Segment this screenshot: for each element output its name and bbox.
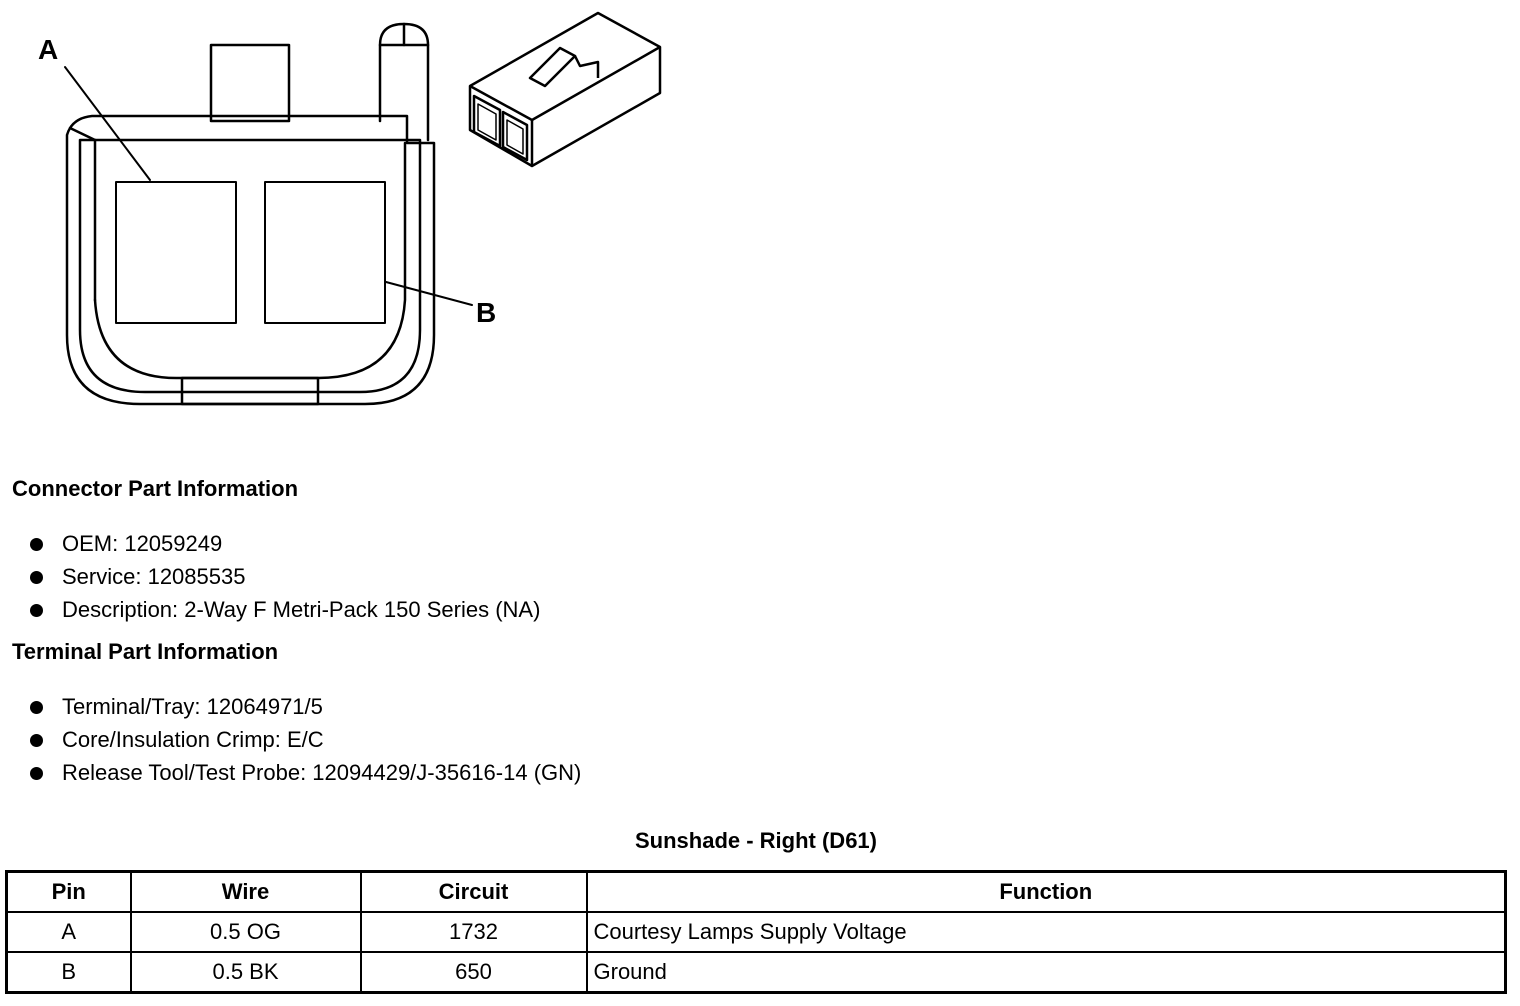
terminal-info-list: Terminal/Tray: 12064971/5 Core/Insulatio… xyxy=(28,690,581,789)
connector-housing-outer xyxy=(65,114,436,406)
list-item: Release Tool/Test Probe: 12094429/J-3561… xyxy=(28,756,581,789)
table-header-row: Pin Wire Circuit Function xyxy=(5,870,1507,913)
cell-wire: 0.5 OG xyxy=(129,911,362,953)
connector-info-heading: Connector Part Information xyxy=(12,476,299,501)
connector-housing-inner xyxy=(78,138,422,394)
terminal-cavity-a xyxy=(115,181,237,324)
cell-function: Courtesy Lamps Supply Voltage xyxy=(585,911,1507,953)
cell-pin: B xyxy=(5,951,132,994)
table-row: B 0.5 BK 650 Ground xyxy=(5,951,1507,994)
terminal-info-heading: Terminal Part Information xyxy=(12,639,279,664)
connector-isometric-view xyxy=(468,11,662,168)
list-item: Description: 2-Way F Metri-Pack 150 Seri… xyxy=(28,593,540,626)
bullet-icon xyxy=(30,767,43,780)
list-item: OEM: 12059249 xyxy=(28,527,540,560)
header-circuit: Circuit xyxy=(359,870,588,913)
connector-info-list: OEM: 12059249 Service: 12085535 Descript… xyxy=(28,527,540,626)
header-function: Function xyxy=(585,870,1507,913)
cell-pin: A xyxy=(5,911,132,953)
pin-label-a: A xyxy=(38,34,58,65)
bullet-icon xyxy=(30,734,43,747)
header-pin: Pin xyxy=(5,870,132,913)
cell-function: Ground xyxy=(585,951,1507,994)
leader-line-a xyxy=(64,66,151,181)
bullet-icon xyxy=(30,538,43,551)
cell-circuit: 650 xyxy=(359,951,588,994)
cell-circuit: 1732 xyxy=(359,911,588,953)
list-item: Terminal/Tray: 12064971/5 xyxy=(28,690,581,723)
connector-top-tab xyxy=(209,43,291,123)
header-wire: Wire xyxy=(129,870,362,913)
list-item: Service: 12085535 xyxy=(28,560,540,593)
bullet-icon xyxy=(30,571,43,584)
list-item: Core/Insulation Crimp: E/C xyxy=(28,723,581,756)
leader-line-b xyxy=(385,281,473,306)
pin-label-b: B xyxy=(476,297,496,328)
bullet-icon xyxy=(30,701,43,714)
connector-diagram: A B xyxy=(38,11,662,406)
pinout-table: Pin Wire Circuit Function A 0.5 OG 1732 … xyxy=(5,870,1507,994)
table-title: Sunshade - Right (D61) xyxy=(634,828,877,853)
terminal-cavity-b xyxy=(264,181,386,324)
cell-wire: 0.5 BK xyxy=(129,951,362,994)
bullet-icon xyxy=(30,604,43,617)
table-row: A 0.5 OG 1732 Courtesy Lamps Supply Volt… xyxy=(5,911,1507,953)
